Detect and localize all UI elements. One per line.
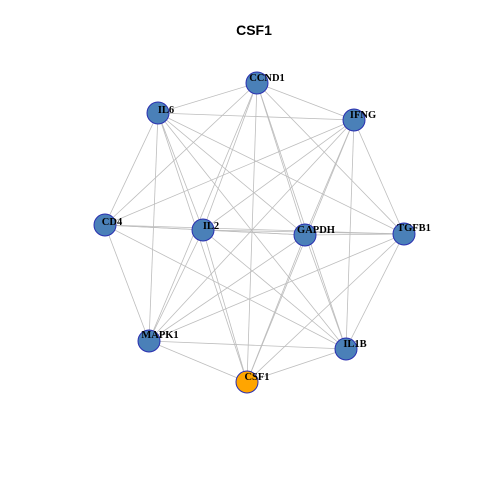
- edge-ccnd1-mapk1: [148, 82, 258, 342]
- node-mapk1[interactable]: [137, 329, 161, 353]
- edge-il2-il1b: [202, 229, 347, 350]
- edge-ccnd1-ifng: [256, 82, 355, 121]
- node-label-ccnd1: CCND1: [249, 73, 285, 84]
- edge-ccnd1-il1b: [256, 82, 347, 350]
- node-label-gapdh: GAPDH: [297, 225, 335, 236]
- node-il1b[interactable]: [334, 337, 358, 361]
- edge-mapk1-csf1: [148, 340, 248, 383]
- node-gapdh[interactable]: [293, 223, 317, 247]
- edge-gapdh-il1b: [304, 234, 347, 350]
- edge-ccnd1-cd4: [104, 82, 258, 226]
- edge-ccnd1-tgfb1: [256, 82, 405, 235]
- edge-gapdh-csf1: [246, 234, 306, 383]
- node-label-tgfb1: TGFB1: [397, 223, 431, 234]
- edge-tgfb1-il1b: [345, 233, 405, 350]
- edge-ccnd1-il2: [202, 82, 258, 231]
- node-csf1[interactable]: [235, 370, 259, 394]
- node-label-mapk1: MAPK1: [141, 330, 178, 341]
- edge-il1b-csf1: [246, 348, 347, 383]
- edge-il2-gapdh: [202, 229, 306, 236]
- node-label-il6: IL6: [158, 105, 174, 116]
- edge-tgfb1-mapk1: [148, 233, 405, 342]
- edge-ifng-csf1: [246, 119, 355, 383]
- node-tgfb1[interactable]: [392, 222, 416, 246]
- node-label-ifng: IFNG: [350, 110, 376, 121]
- edge-gapdh-tgfb1: [304, 233, 405, 236]
- edge-ifng-tgfb1: [353, 119, 405, 235]
- node-ifng[interactable]: [342, 108, 366, 132]
- edge-cd4-il1b: [104, 224, 347, 350]
- node-il6[interactable]: [146, 101, 170, 125]
- node-ccnd1[interactable]: [245, 71, 269, 95]
- edge-il2-mapk1: [148, 229, 204, 342]
- edge-cd4-tgfb1: [104, 224, 405, 235]
- edge-ccnd1-il6: [157, 82, 258, 114]
- node-label-csf1: CSF1: [244, 372, 269, 383]
- node-il2[interactable]: [191, 218, 215, 242]
- edge-cd4-mapk1: [104, 224, 150, 342]
- edge-il6-csf1: [157, 112, 248, 383]
- edge-il6-cd4: [104, 112, 159, 226]
- edge-il6-mapk1: [148, 112, 159, 342]
- edge-il6-ifng: [157, 112, 355, 121]
- edge-mapk1-il1b: [148, 340, 347, 350]
- node-layer: [93, 71, 416, 394]
- node-label-cd4: CD4: [102, 217, 123, 228]
- edge-gapdh-mapk1: [148, 234, 306, 342]
- edge-il2-csf1: [202, 229, 248, 383]
- node-label-il1b: IL1B: [343, 339, 366, 350]
- edge-ifng-mapk1: [148, 119, 355, 342]
- edge-ccnd1-gapdh: [256, 82, 306, 236]
- edge-ifng-cd4: [104, 119, 355, 226]
- edge-tgfb1-csf1: [246, 233, 405, 383]
- node-cd4[interactable]: [93, 213, 117, 237]
- edge-il6-gapdh: [157, 112, 306, 236]
- edge-ifng-il2: [202, 119, 355, 231]
- edge-layer: [104, 82, 405, 383]
- node-label-il2: IL2: [203, 221, 219, 232]
- edge-il6-il2: [157, 112, 204, 231]
- diagram-title: CSF1: [236, 22, 272, 38]
